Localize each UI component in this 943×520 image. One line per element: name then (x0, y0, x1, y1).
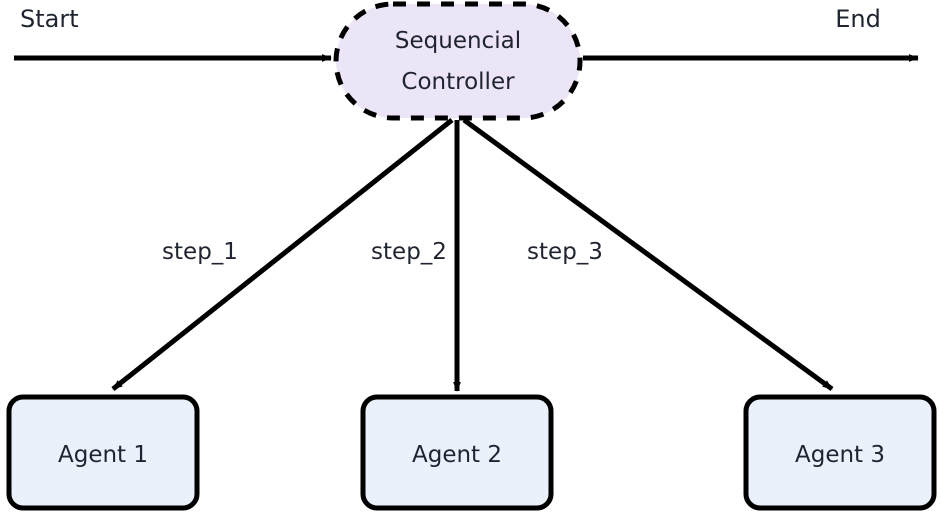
edge-step-3 (462, 117, 834, 392)
node-agent-3[interactable]: Agent 3 (743, 394, 937, 511)
controller-label-line-1: Sequencial (395, 28, 521, 54)
end-label: End (835, 5, 881, 33)
agent-2-label: Agent 2 (412, 442, 502, 468)
controller-label-line-2: Controller (401, 69, 515, 95)
edge-step-1-line (111, 118, 454, 391)
agent-1-label: Agent 1 (58, 442, 148, 468)
agent-3-label: Agent 3 (795, 442, 885, 468)
agent-2-shape[interactable] (360, 394, 554, 511)
node-sequential-controller[interactable]: Sequencial Controller (333, 1, 583, 121)
node-agent-2[interactable]: Agent 2 (360, 394, 554, 511)
edge-step-1 (111, 118, 454, 391)
edge-label-step-3: step_3 (527, 239, 603, 265)
edge-label-step-2: step_2 (371, 239, 447, 265)
node-agent-1[interactable]: Agent 1 (6, 394, 200, 511)
start-label: Start (20, 5, 79, 33)
controller-shape[interactable] (333, 1, 583, 121)
agent-3-shape[interactable] (743, 394, 937, 511)
agent-1-shape[interactable] (6, 394, 200, 511)
edge-label-step-1: step_1 (162, 239, 238, 265)
edge-step-3-line (462, 117, 834, 392)
